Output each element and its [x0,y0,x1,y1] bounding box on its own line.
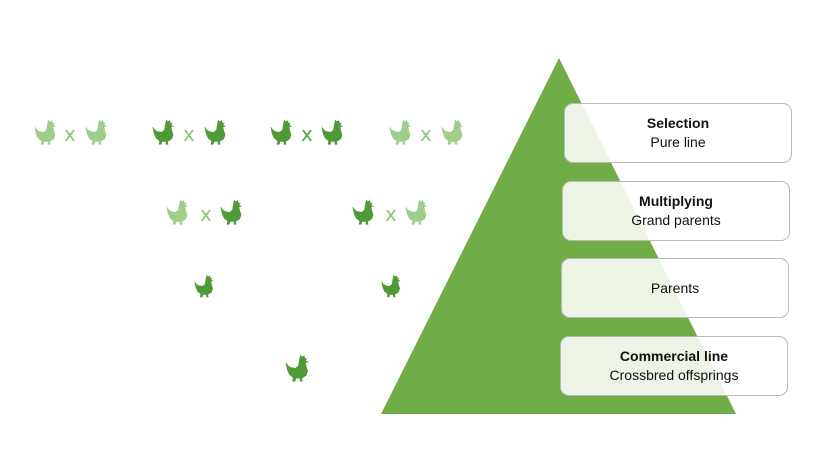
hen-icon [284,348,314,388]
hen-icon [388,113,416,151]
cross-x: x [420,122,432,146]
hen-icon [84,113,112,151]
hen-icon [351,193,379,231]
cross-x: x [200,202,212,226]
hen-icon [33,113,61,151]
level-selection: Selection Pure line [564,103,792,163]
level-parents: Parents [561,258,789,318]
level-title: Selection [646,115,710,131]
level-title: Multiplying [639,193,713,209]
hen-icon [219,193,247,231]
hen-icon [165,193,193,231]
level-subtitle: Pure line [650,134,706,150]
hen-icon [380,268,405,304]
hen-icon [440,113,468,151]
hen-icon [320,113,348,151]
hen-icon [269,113,297,151]
level-commercial: Commercial line Crossbred offsprings [560,336,788,396]
hen-icon [193,268,218,304]
pyramid-triangle [381,58,736,414]
hen-icon [151,113,179,151]
hen-icon [404,193,432,231]
level-title: Commercial line [619,348,729,364]
hen-icon [203,113,231,151]
cross-x: x [64,122,76,146]
level-subtitle: Parents [650,279,700,296]
level-multiplying: Multiplying Grand parents [562,181,790,241]
level-subtitle: Crossbred offsprings [609,367,739,383]
cross-x: x [301,122,313,146]
cross-x: x [385,202,397,226]
cross-x: x [183,122,195,146]
level-subtitle: Grand parents [631,212,721,228]
